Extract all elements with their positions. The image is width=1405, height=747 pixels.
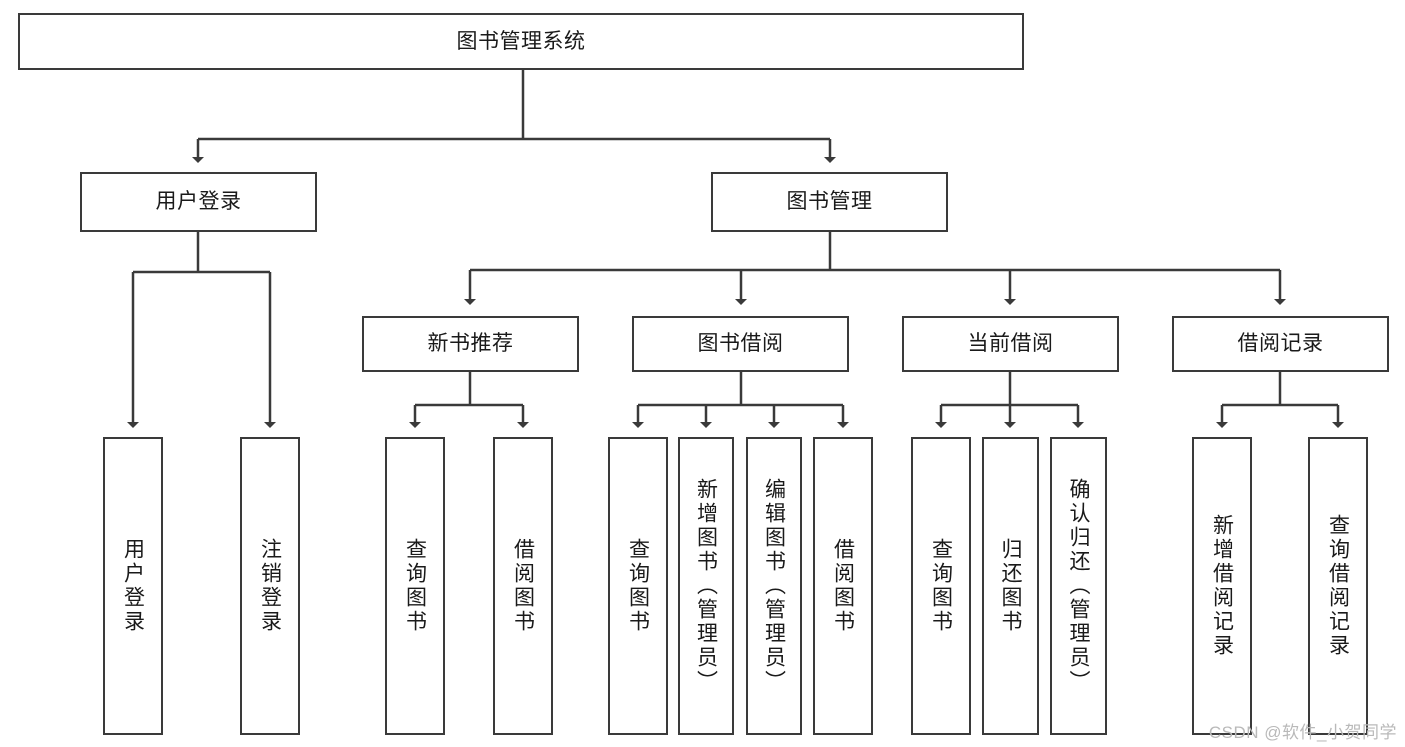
node-leaf-return-book[interactable]: 归还图书 bbox=[982, 437, 1039, 735]
node-label: 图书借阅 bbox=[697, 332, 784, 356]
node-label: 查询图书 bbox=[403, 538, 427, 634]
node-user-login[interactable]: 用户登录 bbox=[80, 172, 317, 232]
node-label: 确认归还（管理员） bbox=[1067, 478, 1090, 694]
csdn-watermark: CSDN @软件_小贺同学 bbox=[1208, 723, 1397, 742]
node-leaf-borrow-book-2[interactable]: 借阅图书 bbox=[813, 437, 873, 735]
node-label: 查询图书 bbox=[929, 538, 953, 634]
node-leaf-user-login[interactable]: 用户登录 bbox=[103, 437, 163, 735]
node-leaf-query-book-3[interactable]: 查询图书 bbox=[911, 437, 971, 735]
node-new-book-recommend[interactable]: 新书推荐 bbox=[362, 316, 579, 372]
node-label: 图书管理系统 bbox=[456, 29, 586, 53]
node-label: 注销登录 bbox=[258, 538, 282, 634]
node-label: 新书推荐 bbox=[427, 332, 514, 356]
node-leaf-edit-book[interactable]: 编辑图书（管理员） bbox=[746, 437, 802, 735]
node-leaf-borrow-book-1[interactable]: 借阅图书 bbox=[493, 437, 553, 735]
node-label: 查询借阅记录 bbox=[1326, 514, 1350, 658]
node-leaf-query-book-2[interactable]: 查询图书 bbox=[608, 437, 668, 735]
node-label: 图书管理 bbox=[786, 190, 873, 214]
node-current-borrow[interactable]: 当前借阅 bbox=[902, 316, 1119, 372]
node-leaf-query-record[interactable]: 查询借阅记录 bbox=[1308, 437, 1368, 735]
node-leaf-add-record[interactable]: 新增借阅记录 bbox=[1192, 437, 1252, 735]
node-label: 编辑图书（管理员） bbox=[762, 478, 786, 694]
node-leaf-add-book[interactable]: 新增图书（管理员） bbox=[678, 437, 734, 735]
node-book-borrow[interactable]: 图书借阅 bbox=[632, 316, 849, 372]
node-leaf-query-book-1[interactable]: 查询图书 bbox=[385, 437, 445, 735]
node-borrow-record[interactable]: 借阅记录 bbox=[1172, 316, 1389, 372]
node-leaf-logout-login[interactable]: 注销登录 bbox=[240, 437, 300, 735]
node-label: 新增借阅记录 bbox=[1210, 514, 1234, 658]
node-book-management[interactable]: 图书管理 bbox=[711, 172, 948, 232]
node-leaf-confirm-return[interactable]: 确认归还（管理员） bbox=[1050, 437, 1107, 735]
node-label: 借阅记录 bbox=[1237, 332, 1324, 356]
node-label: 归还图书 bbox=[999, 538, 1022, 634]
node-label: 借阅图书 bbox=[511, 538, 535, 634]
node-label: 当前借阅 bbox=[967, 332, 1054, 356]
node-label: 新增图书（管理员） bbox=[694, 478, 718, 694]
node-label: 查询图书 bbox=[626, 538, 650, 634]
node-label: 用户登录 bbox=[121, 538, 145, 634]
node-label: 借阅图书 bbox=[831, 538, 855, 634]
node-label: 用户登录 bbox=[155, 190, 242, 214]
node-root-system[interactable]: 图书管理系统 bbox=[18, 13, 1024, 70]
